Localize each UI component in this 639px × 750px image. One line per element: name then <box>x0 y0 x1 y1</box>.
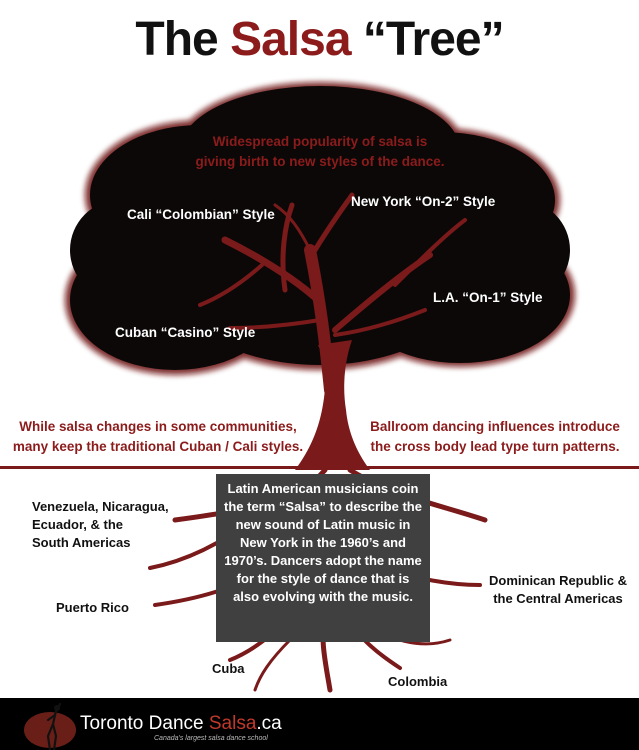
origin-line: new sound of Latin music in <box>235 517 411 532</box>
canopy-header-line: Widespread popularity of salsa is <box>212 134 428 149</box>
trunk-note-left: While salsa changes in some communities,… <box>8 417 308 457</box>
title-text-before: The <box>135 13 231 66</box>
canopy-header: Widespread popularity of salsa is giving… <box>170 132 470 172</box>
footer-bar <box>0 698 639 750</box>
dancer-logo-icon <box>24 702 76 750</box>
brand-suffix: .ca <box>256 713 282 734</box>
title-accent: Salsa <box>230 13 351 66</box>
brand-name[interactable]: Toronto Dance Salsa.ca <box>80 713 282 735</box>
origin-line: also evolving with the music. <box>233 589 413 604</box>
canopy-header-line: giving birth to new styles of the dance. <box>195 154 445 169</box>
root-colombia: Colombia <box>388 674 448 689</box>
root-label-line: Venezuela, Nicaragua, <box>32 499 169 514</box>
root-puerto-rico: Puerto Rico <box>56 600 129 615</box>
style-new-york: New York “On-2” Style <box>351 194 496 209</box>
root-label-line: Dominican Republic & <box>489 573 627 588</box>
root-label-line: South Americas <box>32 535 131 550</box>
origin-line: Latin American musicians coin <box>227 481 419 496</box>
tree-canopy <box>70 86 570 370</box>
trunk-note-line: many keep the traditional Cuban / Cali s… <box>12 439 304 454</box>
origin-line: New York in the 1960’s and <box>240 535 406 550</box>
trunk-note-right: Ballroom dancing influences introduce th… <box>360 417 630 457</box>
origin-line: for the style of dance that is <box>236 571 410 586</box>
page-title: The Salsa “Tree” <box>0 12 639 67</box>
root-venezuela: Venezuela, Nicaragua, Ecuador, & the Sou… <box>32 498 169 552</box>
root-cuba: Cuba <box>212 661 245 676</box>
root-label-line: the Central Americas <box>493 591 623 606</box>
style-cali: Cali “Colombian” Style <box>127 207 275 222</box>
root-dominican: Dominican Republic & the Central America… <box>489 572 627 608</box>
origin-line: 1970’s. Dancers adopt the name <box>224 553 422 568</box>
brand-text: Toronto Dance <box>80 713 209 734</box>
tree-trunk <box>295 340 370 470</box>
origin-description-box: Latin American musicians coin the term “… <box>216 474 430 642</box>
root-label-line: Ecuador, & the <box>32 517 124 532</box>
style-cuban: Cuban “Casino” Style <box>115 325 256 340</box>
brand-tagline: Canada's largest salsa dance school <box>154 735 268 742</box>
ground-line <box>0 466 639 469</box>
brand-accent: Salsa <box>208 713 257 734</box>
origin-line: the term “Salsa” to describe the <box>224 499 422 514</box>
trunk-note-line: Ballroom dancing influences introduce <box>370 419 620 434</box>
trunk-note-line: the cross body lead type turn patterns. <box>370 439 620 454</box>
trunk-note-line: While salsa changes in some communities, <box>19 419 297 434</box>
title-text-after: “Tree” <box>350 13 505 66</box>
style-la: L.A. “On-1” Style <box>433 290 543 305</box>
